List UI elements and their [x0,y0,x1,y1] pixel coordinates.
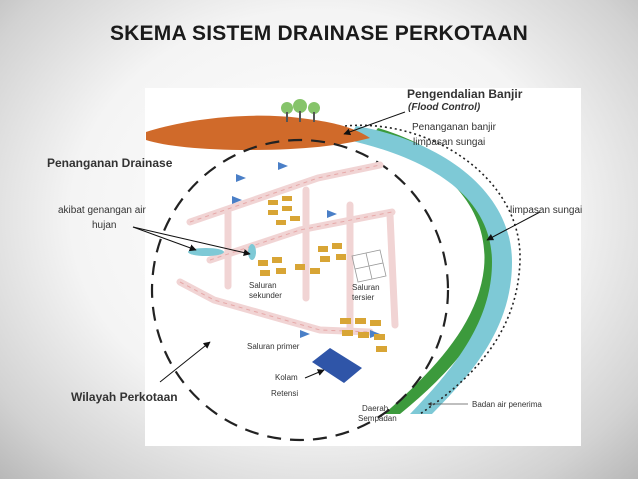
drainage-handling-label: Penanganan Drainase [47,156,173,170]
canal-dashes [179,164,393,333]
retention-pond [312,348,362,383]
building-blocks [258,196,387,352]
tertiary-grid [351,249,387,283]
puddle-label: hujan [92,220,117,231]
riparian-zone [370,128,501,414]
page-title: SKEMA SISTEM DRAINASE PERKOTAAN [109,22,529,45]
puddle-label: akibat genangan air [58,205,146,216]
flood-handling-label: limpasan sungai [413,137,486,148]
retention-pond-label: Kolam [275,373,298,382]
tertiary-canal-label: Saluran [352,283,380,292]
flood-handling-label: Penanganan banjir [412,122,496,133]
flood-control-subtitle: (Flood Control) [408,102,481,113]
secondary-canal-label: Saluran [249,281,277,290]
receiving-water-label: Badan air penerima [472,400,542,409]
river [348,126,512,414]
annotation-arrow [132,226,251,256]
flood-control-boundary [344,124,521,415]
riparian-zone-label: Sempadan [358,414,397,423]
annotation-arrow [159,341,211,383]
annotation-arrow [132,226,197,252]
retention-pond-label: Retensi [271,389,298,398]
river-overflow-label: limpasan sungai [510,205,583,216]
annotation-arrow [304,369,325,379]
urban-area-label: Wilayah Perkotaan [71,390,178,404]
puddle [248,244,256,260]
flood-control-title: Pengendalian Banjir [407,87,523,101]
urban-boundary [150,138,450,442]
annotation-arrow [486,211,541,241]
secondary-canal-label: sekunder [249,291,282,300]
tertiary-canal-label: tersier [352,293,375,302]
puddle [188,248,224,256]
tree-icon [281,99,320,122]
annotation-arrow [343,111,406,136]
primary-canal-label: Saluran primer [247,342,300,351]
riparian-zone-label: Daerah [362,404,388,413]
